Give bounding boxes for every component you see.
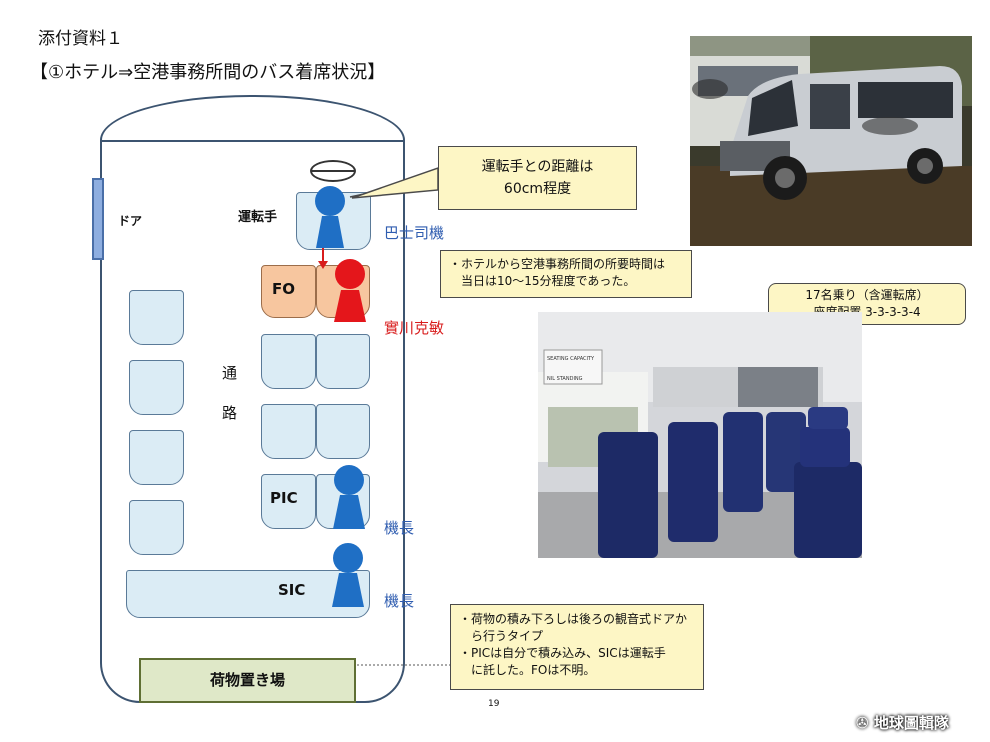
attachment-label: 添付資料１: [38, 29, 123, 49]
driver-person-icon: [315, 186, 345, 248]
steering-wheel-bar: [312, 170, 354, 172]
pic-person-icon: [333, 465, 365, 529]
seat: [129, 430, 184, 485]
driver-label: 運転手: [238, 210, 278, 225]
callout-pointer-shape: [351, 166, 439, 199]
page-number: 19: [488, 699, 500, 709]
rear-bench-seat: [126, 570, 370, 618]
luggage-line-4: に託した。FOは不明。: [459, 663, 596, 677]
cargo-area: 荷物置き場: [139, 658, 356, 703]
seat: [316, 404, 370, 459]
seat: [129, 360, 184, 415]
aisle-label-1: 通: [222, 364, 238, 382]
pic-seat-label: PIC: [270, 489, 298, 507]
distance-line-1: 運転手との距離は: [481, 159, 594, 175]
luggage-line-1: ・荷物の積み下ろしは後ろの観音式ドアか: [459, 612, 688, 626]
globe-icon: ✇: [856, 714, 869, 732]
distance-arrow-head-down: [318, 261, 328, 269]
fo-seat-label: FO: [272, 280, 295, 298]
time-line-2: 当日は10～15分程度であった。: [449, 274, 636, 288]
interior-sign-1: SEATING CAPACITY: [547, 356, 595, 362]
door-marker: [92, 178, 104, 260]
distance-line-2: 60cm程度: [503, 181, 572, 197]
seat: [129, 290, 184, 345]
luggage-line-2: ら行うタイプ: [459, 629, 544, 643]
page-title: 【①ホテル⇒空港事務所間のバス着席状況】: [30, 62, 386, 83]
seat: [261, 404, 316, 459]
travel-time-note: ・ホテルから空港事務所間の所要時間は 当日は10～15分程度であった。: [440, 250, 692, 298]
fo-seat: [261, 265, 316, 318]
seats-line-1: 17名乗り（含運転席）: [805, 288, 929, 302]
bus-exterior-photo: [690, 36, 972, 246]
aisle-label-2: 路: [222, 404, 238, 422]
pic-seat: [261, 474, 316, 529]
watermark: ✇ 地球圖輯隊: [856, 712, 949, 733]
interior-sign-2: NIL STANDING: [547, 376, 583, 382]
bus-interior-illustration: SEATING CAPACITY NIL STANDING: [538, 312, 862, 558]
sic-person-icon: [332, 543, 364, 607]
luggage-note: ・荷物の積み下ろしは後ろの観音式ドアか ら行うタイプ ・PICは自分で積み込み、…: [450, 604, 704, 690]
driver-name: 巴士司機: [384, 224, 445, 242]
fo-person-icon: [334, 259, 366, 322]
seat: [261, 334, 316, 389]
pic-role: 機長: [384, 519, 415, 537]
seat: [129, 500, 184, 555]
sic-role: 機長: [384, 592, 415, 610]
bus-interior-photo: SEATING CAPACITY NIL STANDING: [538, 312, 862, 558]
watermark-text: 地球圖輯隊: [873, 714, 949, 732]
bus-exterior-illustration: [690, 36, 972, 246]
sic-seat-label: SIC: [278, 581, 306, 599]
time-line-1: ・ホテルから空港事務所間の所要時間は: [449, 257, 666, 271]
luggage-line-3: ・PICは自分で積み込み、SICは運転手: [459, 646, 666, 660]
door-label: ドア: [118, 214, 143, 228]
bus-front-line: [100, 140, 405, 142]
seat: [316, 334, 370, 389]
fo-name: 實川克敏: [384, 319, 445, 337]
seat-config-note: 17名乗り（含運転席） 座席配置 3-3-3-3-4: [768, 283, 966, 325]
distance-callout: 運転手との距離は 60cm程度: [438, 146, 637, 210]
